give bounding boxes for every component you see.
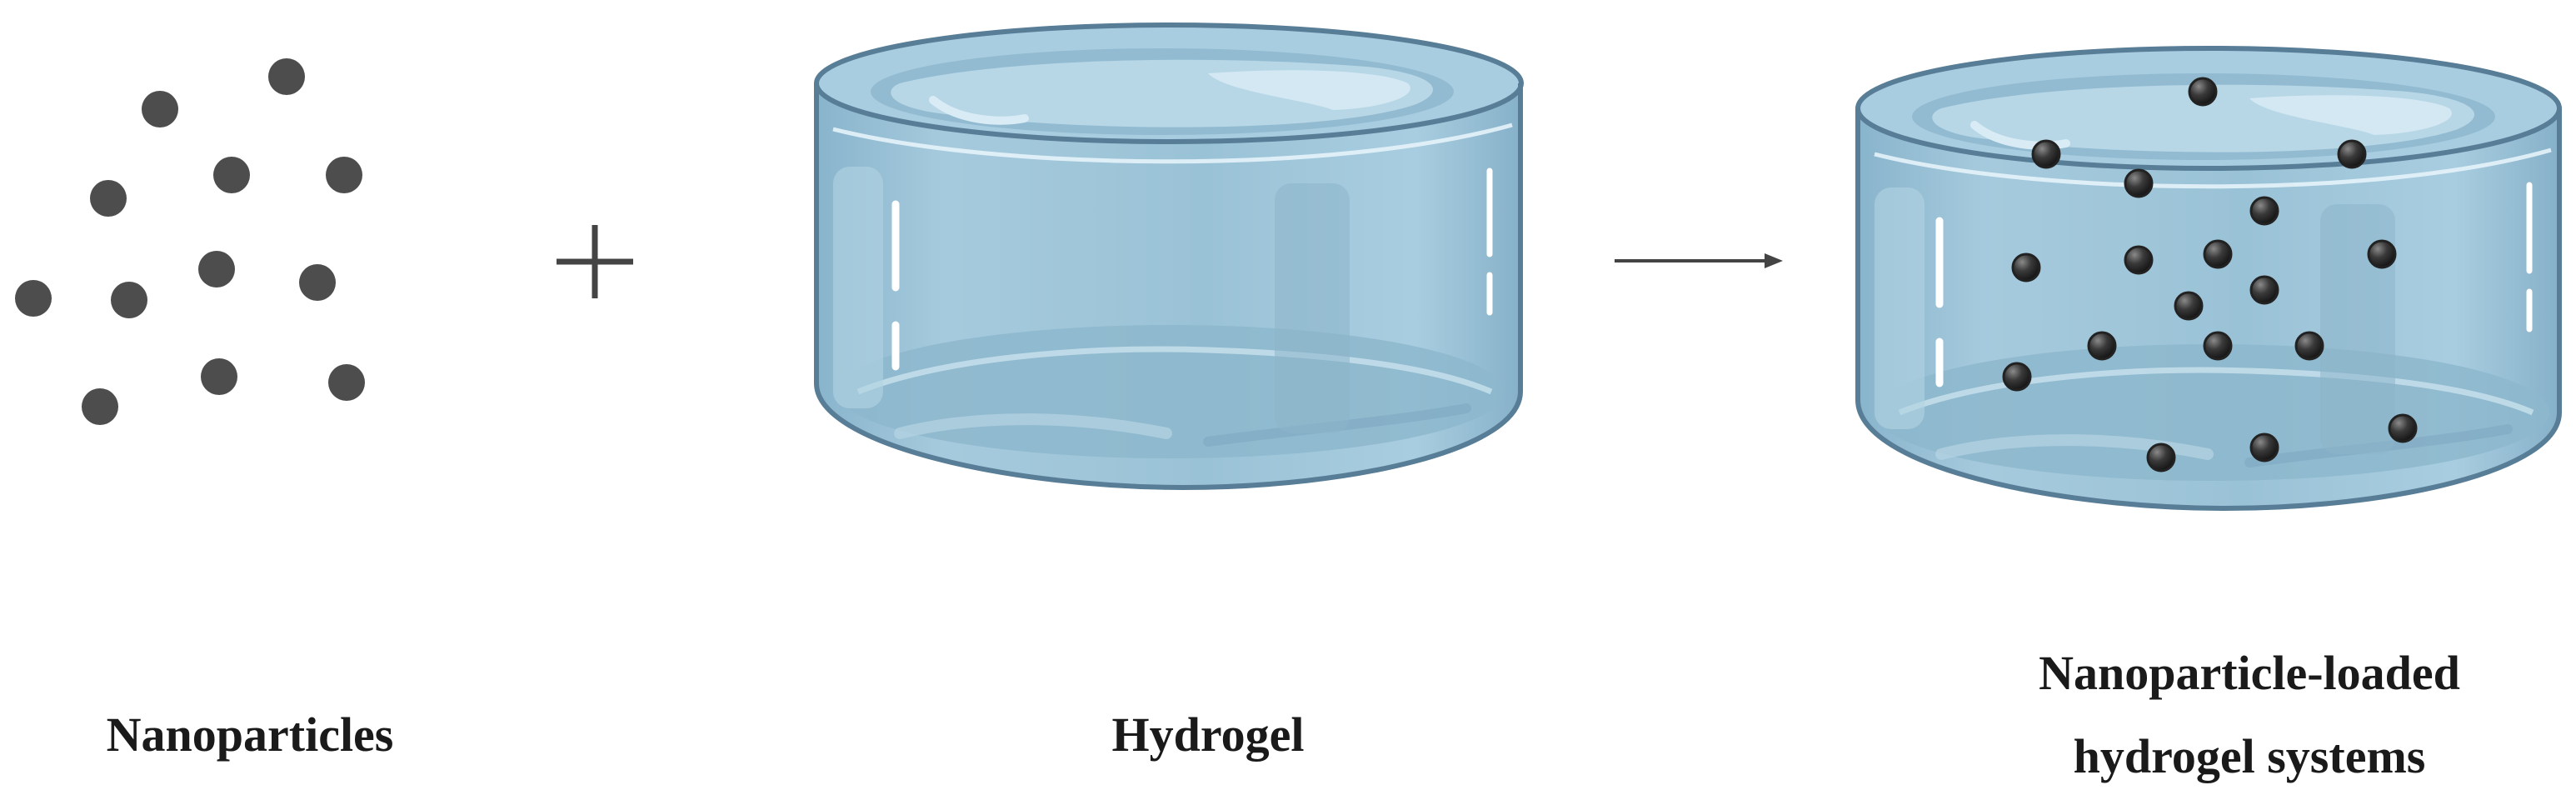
loaded-hydrogel-label: Nanoparticle-loaded hydrogel systems <box>1916 632 2576 798</box>
embedded-nanoparticle <box>2337 139 2367 169</box>
nanoparticle <box>213 157 250 193</box>
embedded-nanoparticles <box>2002 77 2418 472</box>
embedded-nanoparticle <box>2146 442 2176 472</box>
nanoparticle <box>15 280 52 317</box>
nanoparticle <box>328 364 365 401</box>
nanoparticle <box>82 388 118 425</box>
nanoparticle-cluster <box>15 58 365 425</box>
nanoparticles-label: Nanoparticles <box>106 708 394 762</box>
embedded-nanoparticle <box>2124 168 2154 198</box>
nanoparticle <box>142 91 178 128</box>
nanoparticle <box>326 157 362 193</box>
nanoparticle <box>201 358 237 395</box>
embedded-nanoparticle <box>2249 275 2279 305</box>
embedded-nanoparticle <box>2087 331 2117 361</box>
nanoparticle <box>111 282 147 318</box>
embedded-nanoparticle <box>2002 362 2032 392</box>
embedded-nanoparticle <box>2124 245 2154 275</box>
nanoparticle <box>268 58 305 95</box>
embedded-nanoparticle <box>2188 77 2218 107</box>
nanoparticle <box>90 180 127 217</box>
embedded-nanoparticle <box>2203 239 2233 269</box>
loaded-hydrogel-label-line2: hydrogel systems <box>2073 729 2426 783</box>
nanoparticle <box>198 251 235 288</box>
right-arrow-icon <box>1615 253 1783 268</box>
embedded-nanoparticle <box>2203 331 2233 361</box>
embedded-nanoparticle <box>2174 291 2204 321</box>
hydrogel-disc <box>814 22 1524 491</box>
loaded-hydrogel-label-line1: Nanoparticle-loaded <box>2039 646 2460 700</box>
plus-sign-icon <box>557 225 633 298</box>
embedded-nanoparticle <box>2031 139 2061 169</box>
embedded-nanoparticle <box>2367 239 2397 269</box>
embedded-nanoparticle <box>2249 196 2279 226</box>
embedded-nanoparticle <box>2249 432 2279 462</box>
embedded-nanoparticle <box>2011 252 2041 282</box>
hydrogel-label: Hydrogel <box>1111 708 1305 762</box>
nanoparticle <box>299 264 336 301</box>
embedded-nanoparticle <box>2388 413 2418 443</box>
loaded-hydrogel-disc <box>1855 46 2562 512</box>
embedded-nanoparticle <box>2294 331 2324 361</box>
